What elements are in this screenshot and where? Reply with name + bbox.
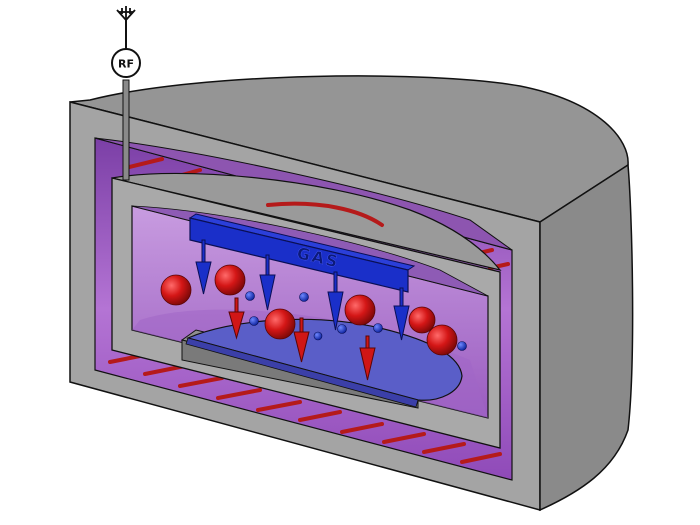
ion-particle [426,324,458,356]
electron-particle [249,316,259,326]
ion-particle [408,306,436,334]
gas-arrow [259,254,276,311]
chamber-curved-wall [539,163,634,512]
ion-particle [264,308,296,340]
ion-arrow [359,335,376,381]
ion-particle [160,274,192,306]
chamber-top-surface [69,75,629,223]
ion-particle [344,294,376,326]
ions [160,264,458,356]
gas-manifold-front [189,217,409,293]
electron-particle [373,323,383,333]
rf-feed-line [122,79,130,181]
electron-particle [313,331,323,341]
gas-arrow [327,271,344,331]
ion-drift-arrows [228,297,376,381]
electron-particle [245,291,255,301]
wafer-edge [185,337,419,408]
antenna-icon [116,6,136,22]
gas-showerhead: GAS [188,213,416,293]
rf-source-label: RF [118,58,134,71]
electron-particle [457,341,467,351]
gas-arrow [195,239,212,295]
ion-particle [214,264,246,296]
housing-top [111,172,502,271]
rf-feed: RF [111,6,141,181]
electron-particle [337,324,347,334]
ion-arrow [293,317,310,363]
gas-arrow [393,287,410,341]
electron-particle [299,292,309,302]
substrate-holder [180,318,463,409]
electrons [245,291,467,351]
gas-flow-arrows [195,239,410,341]
ion-arrow [228,297,245,340]
